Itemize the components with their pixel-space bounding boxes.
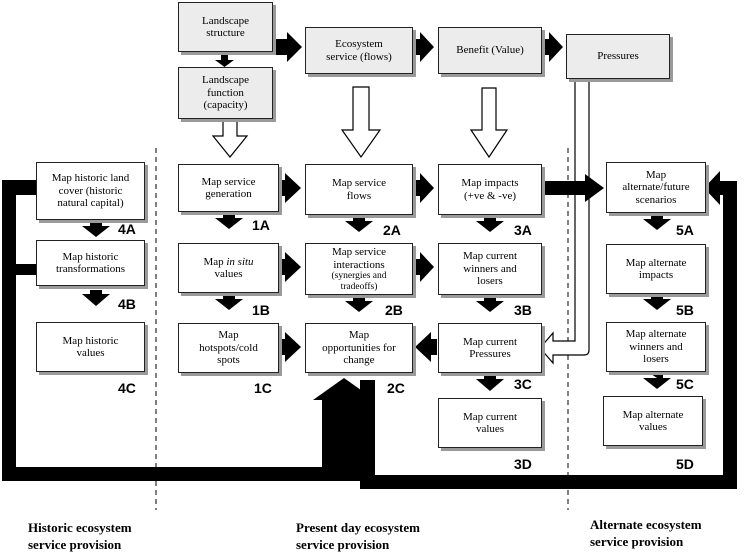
landscape-function-box: Landscape function (capacity) bbox=[178, 67, 273, 119]
map-alternate-scenarios-box: Map alternate/future scenarios bbox=[606, 162, 706, 213]
arrow-structure-to-service bbox=[264, 32, 302, 62]
map-opportunities-box: Map opportunities for change bbox=[305, 323, 413, 373]
arrow-1A-to-2A bbox=[279, 173, 301, 203]
arrow-4B-to-4C bbox=[82, 290, 110, 306]
arrow-5C-to-5D bbox=[643, 374, 671, 389]
ecosystem-service-box: Ecosystem service (flows) bbox=[305, 27, 413, 74]
map-in-situ-values-box: Map in situ values bbox=[178, 243, 279, 293]
hollow-arrow-function-to-1A bbox=[211, 120, 249, 158]
arrow-3A-to-5A bbox=[541, 174, 604, 202]
arrow-4A-to-4B bbox=[82, 222, 110, 237]
arrow-1B-to-1C bbox=[215, 295, 243, 310]
code-5A: 5A bbox=[676, 222, 694, 238]
code-5B: 5B bbox=[676, 302, 694, 318]
code-1B: 1B bbox=[252, 302, 270, 318]
map-alternate-impacts-box: Map alternate impacts bbox=[606, 244, 706, 294]
arrow-5A-to-5B bbox=[643, 215, 671, 230]
loop-historic-to-2C bbox=[2, 180, 375, 481]
code-4C: 4C bbox=[118, 380, 136, 396]
arrow-2B-to-3B bbox=[412, 252, 434, 282]
map-alternate-winners-box: Map alternate winners and losers bbox=[606, 322, 706, 372]
arrow-structure-to-function bbox=[215, 53, 234, 67]
map-current-values-box: Map current values bbox=[438, 398, 542, 448]
hollow-arrow-benefit-to-3A bbox=[469, 87, 509, 159]
arrow-2B-to-2C bbox=[345, 297, 373, 312]
hollow-arrow-service-to-2A bbox=[340, 86, 382, 159]
historic-section-label: Historic ecosystem service provision bbox=[28, 520, 132, 552]
in-situ-label: Map in situ values bbox=[203, 255, 254, 281]
map-historic-values-box: Map historic values bbox=[36, 322, 145, 372]
code-2B: 2B bbox=[385, 302, 403, 318]
arrow-3C-to-2C bbox=[415, 332, 437, 362]
landscape-structure-box: Landscape structure bbox=[178, 2, 273, 52]
benefit-box: Benefit (Value) bbox=[438, 27, 542, 74]
arrow-service-to-benefit bbox=[412, 32, 434, 62]
map-hotspots-box: Map hotspots/cold spots bbox=[178, 323, 279, 373]
code-4A: 4A bbox=[118, 221, 136, 237]
arrow-3B-to-3C bbox=[476, 297, 504, 312]
arrow-2A-to-2B bbox=[345, 217, 373, 232]
map-historic-transformations-box: Map historic transformations bbox=[36, 240, 145, 286]
service-interactions-sublabel: (synergies and tradeoffs) bbox=[331, 271, 387, 292]
arrow-3A-to-3B bbox=[476, 217, 504, 232]
map-service-interactions-box: Map service interactions (synergies and … bbox=[305, 243, 413, 295]
code-1C: 1C bbox=[254, 380, 272, 396]
arrow-benefit-to-pressures bbox=[541, 32, 563, 62]
pressures-box: Pressures bbox=[566, 34, 670, 79]
hollow-arrow-pressures-to-3C bbox=[539, 80, 590, 365]
present-section-label: Present day ecosystem service provision bbox=[296, 520, 420, 552]
code-3C: 3C bbox=[514, 376, 532, 392]
map-historic-land-cover-box: Map historic land cover (historic natura… bbox=[36, 162, 145, 220]
map-impacts-box: Map impacts (+ve & -ve) bbox=[438, 164, 542, 215]
code-2A: 2A bbox=[383, 222, 401, 238]
map-service-flows-box: Map service flows bbox=[305, 164, 413, 215]
service-interactions-label: Map service interactions bbox=[331, 246, 387, 271]
arrow-1C-to-2C bbox=[279, 332, 301, 362]
code-3B: 3B bbox=[514, 302, 532, 318]
code-5D: 5D bbox=[676, 456, 694, 472]
arrow-5B-to-5C bbox=[643, 295, 671, 310]
code-5C: 5C bbox=[676, 376, 694, 392]
code-4B: 4B bbox=[118, 296, 136, 312]
code-3A: 3A bbox=[514, 222, 532, 238]
map-winners-losers-box: Map current winners and losers bbox=[438, 243, 542, 295]
map-alternate-values-box: Map alternate values bbox=[603, 396, 703, 446]
code-3D: 3D bbox=[514, 456, 532, 472]
arrow-1A-to-1B bbox=[215, 214, 243, 229]
map-service-generation-box: Map service generation bbox=[178, 164, 279, 212]
arrow-3C-to-3D bbox=[476, 375, 504, 391]
alternate-section-label: Alternate ecosystem service provision bbox=[590, 517, 702, 549]
arrow-2A-to-3A bbox=[412, 173, 434, 203]
code-2C: 2C bbox=[387, 380, 405, 396]
arrow-1B-to-2B bbox=[279, 252, 301, 282]
code-1A: 1A bbox=[252, 217, 270, 233]
map-current-pressures-box: Map current Pressures bbox=[438, 323, 542, 373]
